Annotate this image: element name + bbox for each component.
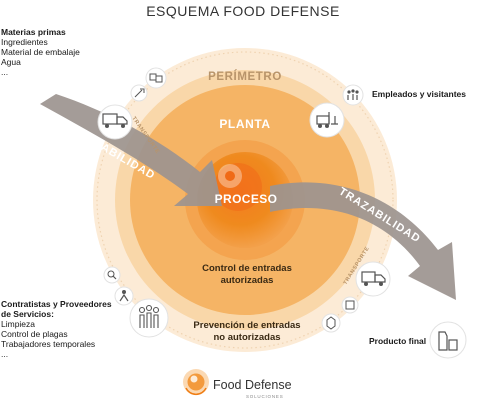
contratistas-heading-1: Contratistas y Proveedores xyxy=(1,299,112,309)
boxes-icon xyxy=(145,67,167,89)
materias-item: Agua xyxy=(1,57,21,67)
trazabilidad-right-arrow xyxy=(270,182,456,300)
empleados-label: Empleados y visitantes xyxy=(372,89,467,99)
contratistas-item: Control de plagas xyxy=(1,329,68,339)
worker-icon xyxy=(114,286,134,306)
forklift-icon xyxy=(309,102,345,138)
contratistas-item: Trabajadores temporales xyxy=(1,339,96,349)
diagram-title: ESQUEMA FOOD DEFENSE xyxy=(146,3,340,19)
control-label-line2: autorizadas xyxy=(221,275,274,286)
contratistas-item: ... xyxy=(1,349,9,359)
logo-name: Food Defense xyxy=(213,378,292,392)
materias-item: Ingredientes xyxy=(1,37,48,47)
materias-heading: Materias primas xyxy=(1,27,66,37)
contratistas-block: Contratistas y Proveedores de Servicios:… xyxy=(1,299,112,359)
empleados-label-block: Empleados y visitantes xyxy=(372,89,466,99)
trazabilidad-left-arrow xyxy=(40,94,222,206)
logo-sub: SOLUCIONES xyxy=(246,394,284,399)
truck-icon xyxy=(97,104,133,140)
perimetro-label: PERÍMETRO xyxy=(208,70,282,83)
delivery-truck-icon xyxy=(355,261,391,297)
producto-final-block: Producto final xyxy=(369,336,426,346)
contractors-icon xyxy=(129,298,169,338)
process-dot xyxy=(225,171,235,181)
crate-icon xyxy=(321,313,341,333)
producto-final-label: Producto final xyxy=(369,336,427,346)
contratistas-item: Limpieza xyxy=(1,319,36,329)
people-small-icon xyxy=(342,84,364,106)
magnifier-icon xyxy=(103,266,121,284)
contratistas-heading-2: de Servicios: xyxy=(1,309,54,319)
tool-icon xyxy=(130,84,148,102)
control-label-line1: Control de entradas xyxy=(202,263,292,274)
food-defense-logo-mark xyxy=(183,369,209,396)
prevencion-label-line2: no autorizadas xyxy=(213,332,280,343)
prevencion-label-line1: Prevención de entradas xyxy=(193,320,300,331)
outer-ring-dotted xyxy=(96,51,394,349)
proceso-label: PROCESO xyxy=(215,192,278,206)
final-product-icon xyxy=(429,321,467,359)
planta-label: PLANTA xyxy=(219,117,270,131)
package-icon xyxy=(341,296,359,314)
materias-item: ... xyxy=(1,67,9,77)
materias-item: Material de embalaje xyxy=(1,47,80,57)
materias-primas-block: Materias primas Ingredientes Material de… xyxy=(1,27,80,77)
